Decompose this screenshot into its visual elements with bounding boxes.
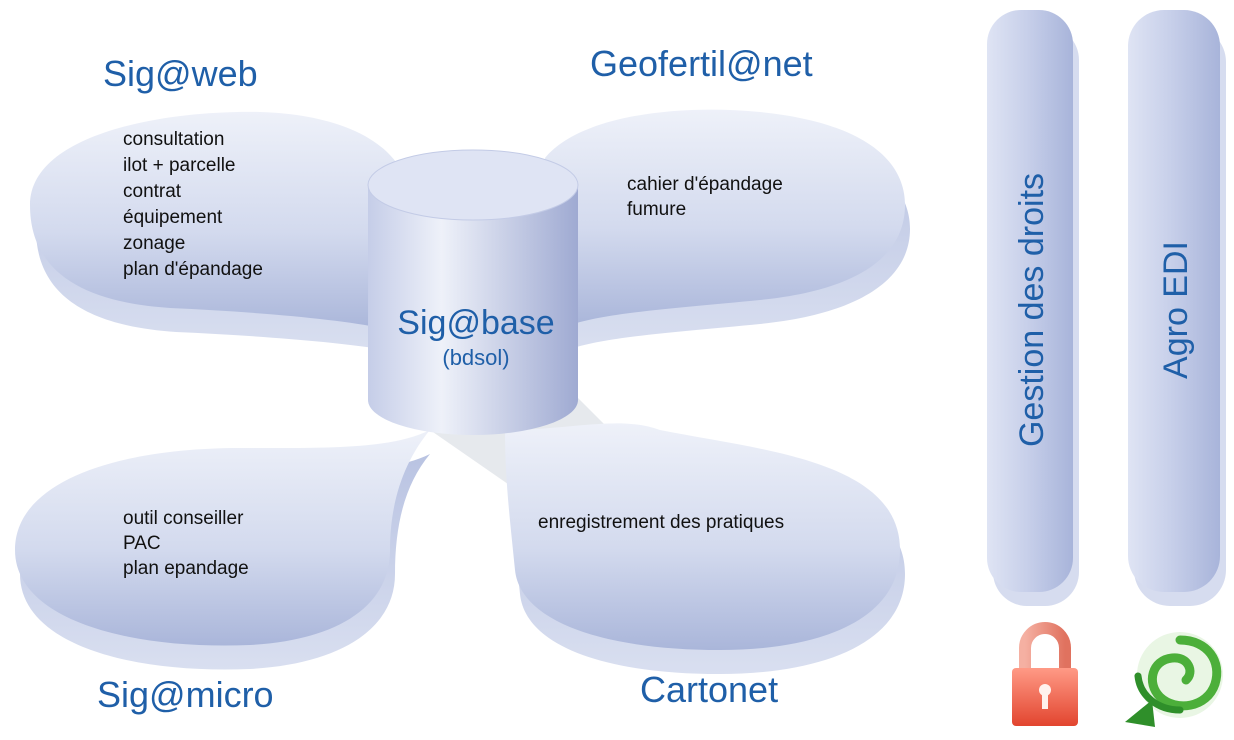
list-item: contrat [123,181,182,202]
cartonet-title: Cartonet [640,669,778,710]
database-cylinder [367,149,579,435]
list-item: PAC [123,533,161,554]
geofertil-lines: cahier d'épandage fumure [627,174,783,220]
green-swirl-icon [1125,632,1223,727]
sigweb-leaf [30,111,406,354]
cartonet-leaf [505,423,905,674]
list-item: plan epandage [123,558,249,579]
center-title: Sig@base [397,304,554,342]
list-item: cahier d'épandage [627,174,783,195]
list-item: outil conseiller [123,508,244,529]
list-item: plan d'épandage [123,259,263,280]
sigweb-lines: consultation ilot + parcelle contrat équ… [123,129,263,280]
padlock-icon [1012,622,1078,726]
edi-label: Agro EDI [1157,241,1195,379]
edi-pillar [1128,10,1226,606]
list-item: consultation [123,129,224,150]
sigmicro-title: Sig@micro [97,674,274,715]
geofertil-title: Geofertil@net [590,43,813,84]
list-item: fumure [627,199,686,220]
rights-label: Gestion des droits [1013,173,1051,447]
list-item: équipement [123,207,223,228]
list-item: ilot + parcelle [123,155,235,176]
sigmicro-lines: outil conseiller PAC plan epandage [123,508,249,579]
geofertil-leaf [545,109,910,349]
rights-pillar [987,10,1079,606]
sigmicro-leaf [15,430,430,670]
sigweb-title: Sig@web [103,53,258,94]
list-item: zonage [123,233,185,254]
cartonet-line: enregistrement des pratiques [538,512,784,533]
center-subtitle: (bdsol) [442,345,509,370]
